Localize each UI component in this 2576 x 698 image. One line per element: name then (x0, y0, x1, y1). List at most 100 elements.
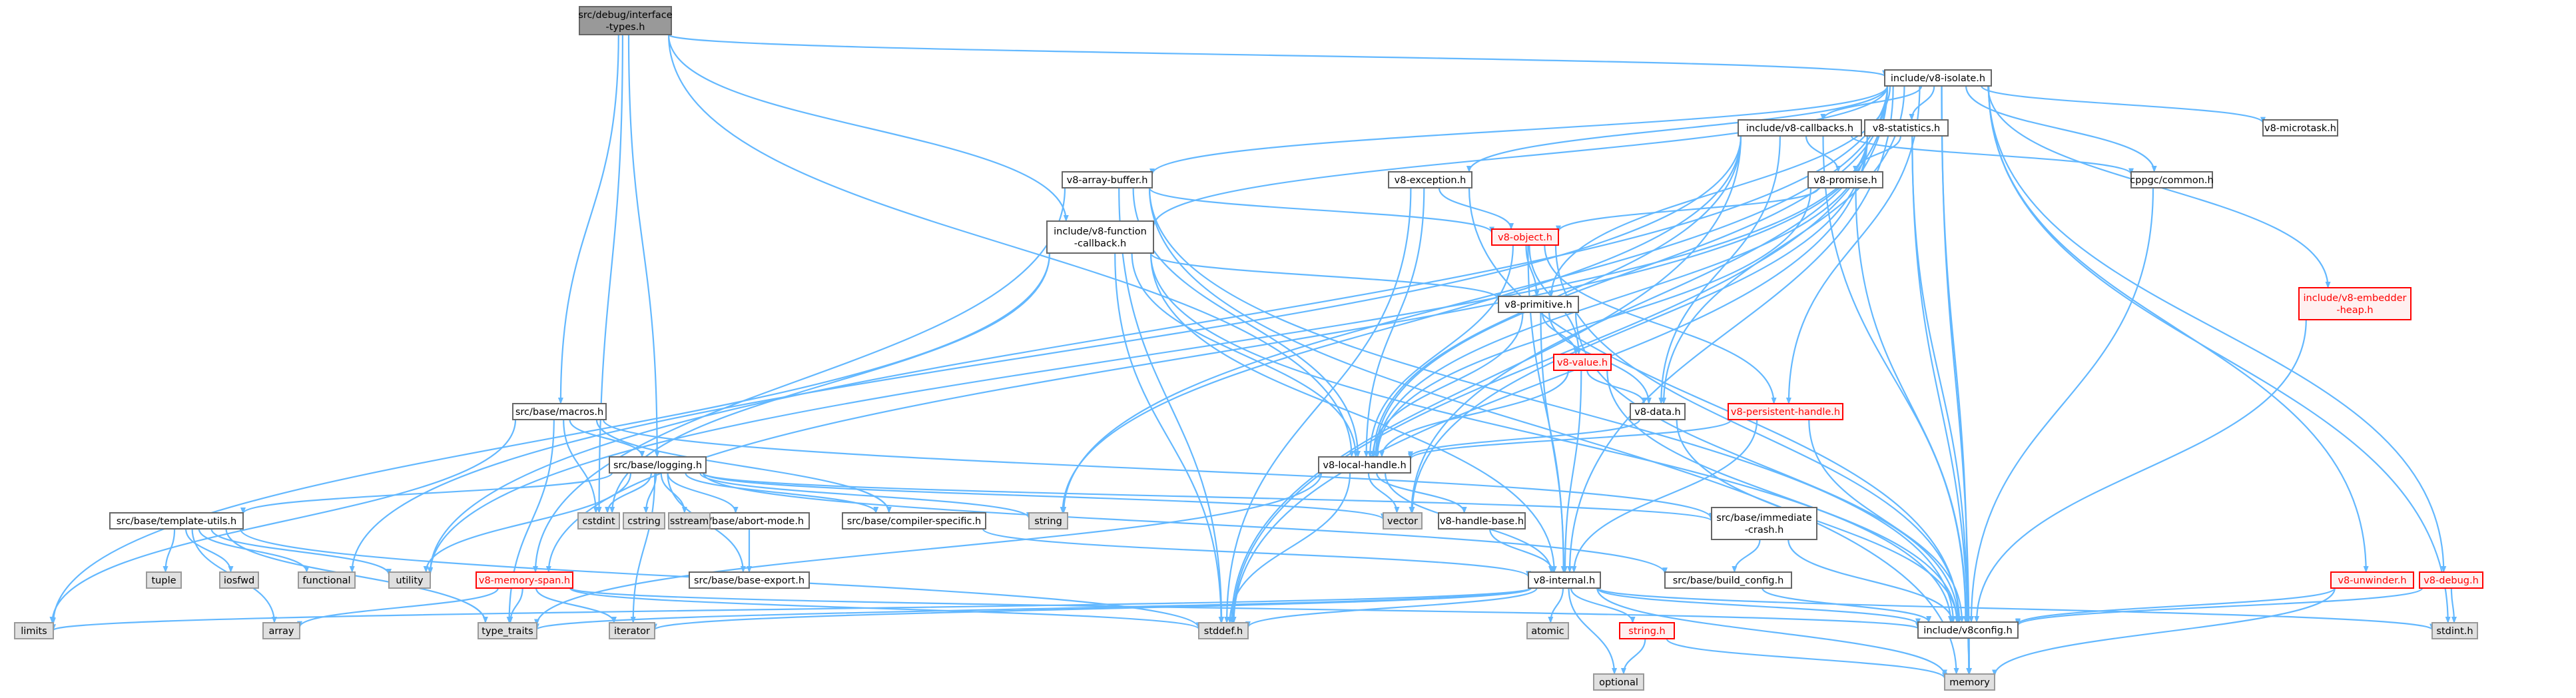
node-v8functioncallback[interactable]: include/v8-function-callback.h (1046, 220, 1154, 254)
node-box-optional (1593, 673, 1644, 691)
node-iosfwd[interactable]: iosfwd (219, 571, 259, 589)
node-cstring[interactable]: cstring (623, 512, 665, 529)
node-v8object[interactable]: v8-object.h (1491, 228, 1559, 246)
edge-templateutils-to-type_traits (225, 528, 488, 623)
node-utility[interactable]: utility (388, 571, 431, 589)
node-label-stddef: stddef.h (1204, 626, 1243, 637)
node-box-cppgccommon (2130, 171, 2213, 188)
node-templateutils[interactable]: src/base/template-utils.h (109, 512, 244, 529)
edge-v8object-to-v8localhandle (1367, 244, 1514, 458)
node-v8internal[interactable]: v8-internal.h (1528, 571, 1601, 589)
node-box-v8unwinder (2330, 571, 2414, 589)
node-label-v8data: v8-data.h (1634, 407, 1681, 418)
node-v8promise[interactable]: v8-promise.h (1807, 171, 1883, 188)
node-label-memory: memory (1949, 677, 1990, 688)
node-label-array: array (268, 626, 294, 637)
node-root[interactable]: src/debug/interface-types.h (578, 6, 673, 35)
node-label-v8internal: v8-internal.h (1534, 575, 1595, 586)
node-v8persistenthandle[interactable]: v8-persistent-handle.h (1728, 403, 1843, 420)
edge-v8arraybuffer-to-v8object (1148, 187, 1494, 234)
node-v8callbacks[interactable]: include/v8-callbacks.h (1738, 119, 1862, 137)
node-cstdint[interactable]: cstdint (577, 512, 620, 529)
edge-v8value-to-v8data (1586, 370, 1647, 404)
edge-v8isolate-to-stdint (1987, 85, 2451, 623)
edge-v8arraybuffer-to-v8config (1148, 187, 1956, 623)
node-label-stdint: stdint.h (2436, 626, 2473, 637)
edge-stringh-to-memory (1666, 638, 1947, 679)
node-label-immediatecrash-line2: -crash.h (1745, 525, 1784, 535)
edge-basemacros-to-limits (49, 419, 517, 623)
edge-v8embedderheap-to-v8config (1974, 319, 2307, 623)
node-baseexport[interactable]: src/base/base-export.h (689, 571, 810, 589)
node-buildconfig[interactable]: src/base/build_config.h (1664, 571, 1792, 589)
node-v8config[interactable]: include/v8config.h (1917, 621, 2019, 639)
edge-compilerspecific-to-v8internal (982, 528, 1531, 578)
edge-baselogging-to-vector (702, 472, 1386, 520)
edge-v8isolate-to-v8data (1661, 85, 1905, 404)
edge-baselogging-to-abortmode (667, 472, 739, 514)
node-sstream[interactable]: sstream (668, 512, 711, 529)
node-box-v8statistics (1864, 119, 1949, 137)
node-v8primitive[interactable]: v8-primitive.h (1498, 296, 1579, 313)
node-v8data[interactable]: v8-data.h (1630, 403, 1686, 420)
node-box-vector (1383, 512, 1423, 529)
node-basemacros[interactable]: src/base/macros.h (512, 403, 607, 420)
node-array[interactable]: array (262, 622, 300, 639)
edge-baselogging-to-templateutils (240, 472, 613, 514)
node-functional[interactable]: functional (298, 571, 356, 589)
node-box-v8data (1630, 403, 1686, 420)
node-type_traits[interactable]: type_traits (478, 622, 537, 639)
node-label-basemacros: src/base/macros.h (515, 407, 603, 418)
edge-v8promise-to-v8localhandle (1375, 187, 1812, 458)
node-label-compilerspecific: src/base/compiler-specific.h (847, 516, 982, 527)
edge-baselogging-to-cstring (643, 472, 657, 514)
edge-baselogging-to-iterator (630, 472, 656, 623)
edge-baselogging-to-string (699, 472, 1032, 519)
edge-root-to-v8functioncallback (667, 34, 1069, 222)
edge-root-to-basemacros (557, 34, 619, 404)
node-v8embedderheap[interactable]: include/v8-embedder-heap.h (2298, 287, 2412, 320)
node-immediatecrash[interactable]: src/base/immediate-crash.h (1711, 507, 1817, 540)
node-v8arraybuffer[interactable]: v8-array-buffer.h (1062, 171, 1153, 188)
node-stringh[interactable]: string.h (1619, 622, 1675, 639)
node-label-baseexport: src/base/base-export.h (694, 575, 805, 586)
edge-root-to-cstdint (596, 34, 623, 514)
node-v8memoryspan[interactable]: v8-memory-span.h (476, 571, 573, 589)
node-compilerspecific[interactable]: src/base/compiler-specific.h (842, 512, 986, 529)
node-box-v8localhandle (1318, 456, 1411, 474)
node-box-functional (298, 571, 356, 589)
node-v8microtask[interactable]: v8-microtask.h (2262, 119, 2338, 137)
node-box-stddef (1198, 622, 1249, 639)
edge-v8isolate-to-cppgccommon (1965, 85, 2157, 173)
edge-stringh-to-optional (1620, 638, 1646, 675)
edge-v8callbacks-to-functional (349, 135, 1742, 573)
node-v8value[interactable]: v8-value.h (1553, 354, 1612, 371)
edge-v8memoryspan-to-array (297, 587, 499, 628)
node-v8unwinder[interactable]: v8-unwinder.h (2330, 571, 2414, 589)
node-v8statistics[interactable]: v8-statistics.h (1864, 119, 1949, 137)
node-cppgccommon[interactable]: cppgc/common.h (2130, 171, 2214, 188)
node-v8debug[interactable]: v8-debug.h (2419, 571, 2483, 589)
node-v8localhandle[interactable]: v8-local-handle.h (1318, 456, 1411, 474)
edge-v8object-to-v8config (1554, 244, 1963, 623)
node-label-templateutils: src/base/template-utils.h (117, 516, 236, 527)
node-optional[interactable]: optional (1593, 673, 1644, 691)
node-atomic[interactable]: atomic (1526, 622, 1569, 639)
node-vector[interactable]: vector (1383, 512, 1423, 529)
node-v8handlebase[interactable]: v8-handle-base.h (1438, 512, 1526, 529)
node-box-memory (1944, 673, 1995, 691)
node-tuple[interactable]: tuple (146, 571, 182, 589)
node-limits[interactable]: limits (14, 622, 54, 639)
node-memory[interactable]: memory (1944, 673, 1995, 691)
edge-v8isolate-to-v8arraybuffer (1149, 85, 1889, 175)
node-box-sstream (668, 512, 711, 529)
node-stdint[interactable]: stdint.h (2431, 622, 2478, 639)
node-iterator[interactable]: iterator (609, 622, 655, 639)
edge-v8isolate-to-v8functioncallback (1151, 85, 1889, 228)
node-v8exception[interactable]: v8-exception.h (1388, 171, 1472, 188)
edge-v8value-to-v8localhandle (1379, 370, 1569, 458)
node-string[interactable]: string (1028, 512, 1068, 529)
node-stddef[interactable]: stddef.h (1198, 622, 1249, 639)
node-v8isolate[interactable]: include/v8-isolate.h (1884, 69, 1992, 87)
node-baselogging[interactable]: src/base/logging.h (609, 456, 707, 474)
